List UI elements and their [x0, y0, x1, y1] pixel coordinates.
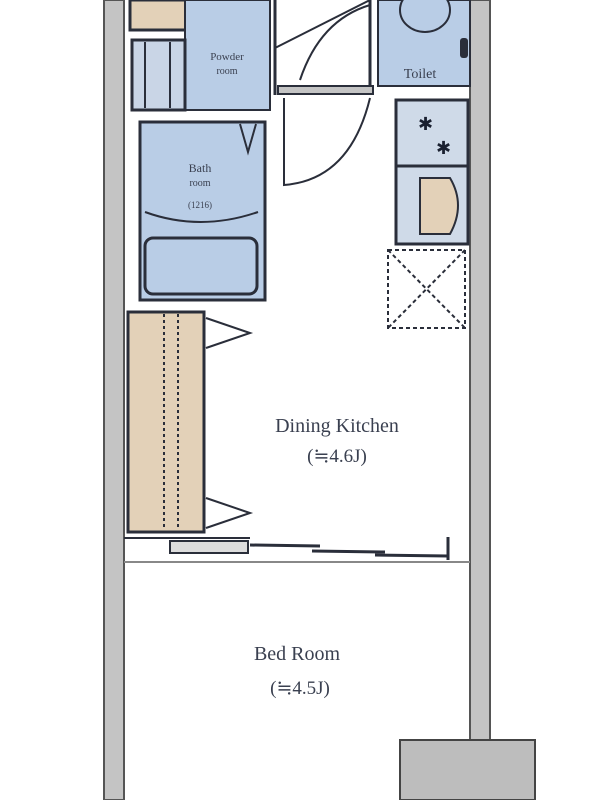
bathtub: [143, 236, 259, 296]
door-swing-icon: [274, 0, 371, 81]
toilet-bowl-icon: [399, 0, 451, 33]
powder-room: [184, 0, 271, 111]
balcony: [399, 739, 536, 800]
right-outer-wall: [469, 0, 491, 741]
bath-room-label-1: Bath: [189, 161, 212, 175]
burner-icon: ✱: [436, 138, 451, 158]
dining-kitchen-label: Dining Kitchen: [275, 415, 399, 437]
bed-room-label: Bed Room: [254, 643, 341, 665]
washing-machine-space: [130, 38, 187, 112]
burner-icon: ✱: [418, 114, 433, 134]
stove: [394, 98, 470, 168]
bed-room-size: (≒4.5J): [270, 678, 330, 699]
left-outer-wall: [103, 0, 125, 800]
refrigerator-space: [387, 249, 466, 329]
toilet-label: Toilet: [404, 67, 437, 82]
dining-kitchen-size: (≒4.6J): [307, 446, 367, 467]
closet: [126, 310, 206, 534]
powder-room-label-2: room: [216, 66, 237, 77]
bath-room-label-3: (1216): [188, 200, 212, 210]
door-swing-icon: [283, 97, 371, 187]
powder-room-label-1: Powder: [210, 51, 244, 63]
bath-room-label-2: room: [189, 178, 210, 189]
